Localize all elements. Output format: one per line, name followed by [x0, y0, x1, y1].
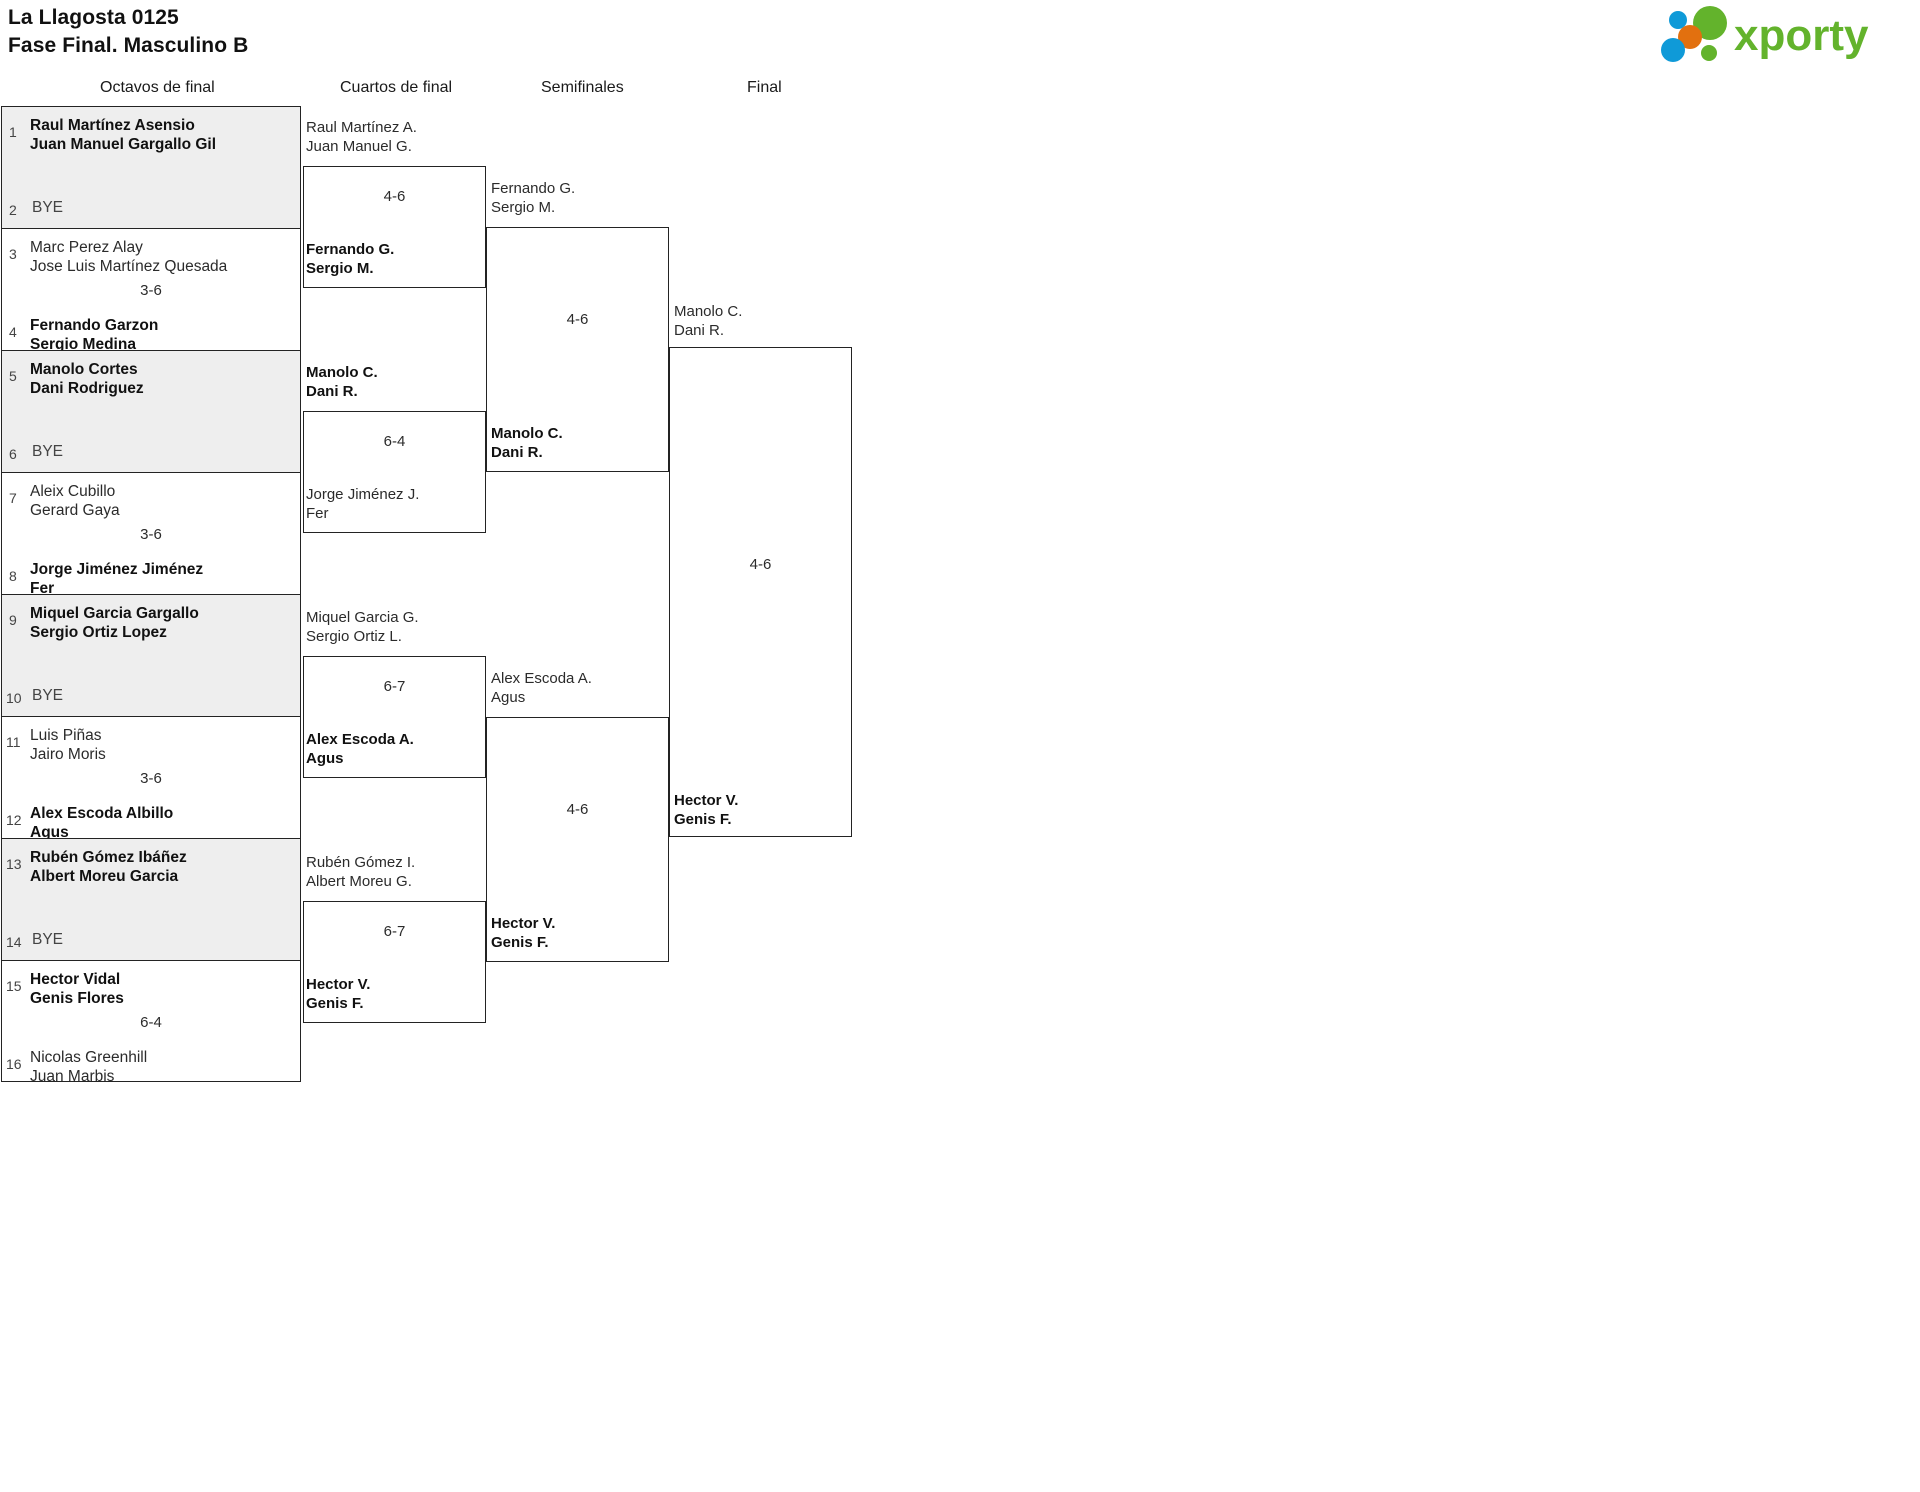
bye-label: BYE [32, 687, 64, 704]
r2-match-3-bottom-names: Alex Escoda A.Agus [306, 731, 414, 767]
logo-wordmark: xporty [1734, 11, 1869, 60]
r3-match-1-bottom-names: Manolo C.Dani R. [491, 425, 563, 461]
logo-dots-icon [1661, 6, 1727, 62]
r3-match-1-top-names: Fernando G.Sergio M. [491, 180, 576, 216]
seed-number: 13 [6, 856, 22, 872]
r2-match-1-box[interactable] [303, 166, 486, 288]
tournament-title: La Llagosta 0125 [8, 6, 179, 29]
r3-match-2-box[interactable] [486, 717, 669, 962]
seed-number: 3 [9, 246, 17, 262]
bye-label: BYE [32, 443, 64, 460]
tournament-subtitle: Fase Final. Masculino B [8, 33, 249, 57]
r2-match-4-box[interactable] [303, 901, 486, 1023]
match-score: 3-6 [140, 526, 162, 543]
r2-match-1-top-names: Raul Martínez A.Juan Manuel G. [306, 119, 417, 155]
r4-final-box[interactable] [669, 347, 852, 837]
r2-match-2-top-names: Manolo C.Dani R. [306, 364, 378, 400]
r3-match-2-top-names: Alex Escoda A.Agus [491, 670, 592, 706]
r2-match-1-bottom-names: Fernando G.Sergio M. [306, 241, 395, 277]
round-title-cuartos: Cuartos de final [340, 79, 453, 96]
seed-number: 1 [9, 124, 17, 140]
seed-number: 5 [9, 368, 17, 384]
seed-number: 8 [9, 568, 17, 584]
round-title-octavos: Octavos de final [100, 79, 215, 96]
bye-label: BYE [32, 931, 64, 948]
seed-number: 15 [6, 978, 22, 994]
r2-match-2-bottom-names: Jorge Jiménez J.Fer [306, 486, 420, 522]
r2-match-1-score: 4-6 [383, 188, 406, 205]
round-title-final: Final [747, 79, 782, 96]
r3-match-1-score: 4-6 [566, 311, 589, 328]
seed-number: 10 [6, 690, 22, 706]
page-header: La Llagosta 0125 Fase Final. Masculino B [8, 4, 248, 59]
r2-match-2-box[interactable] [303, 411, 486, 533]
bye-label: BYE [32, 199, 64, 216]
match-score: 3-6 [140, 770, 162, 787]
r3-match-2-score: 4-6 [566, 801, 589, 818]
r3-match-1-box[interactable] [486, 227, 669, 472]
seed-number: 12 [6, 812, 22, 828]
r4-final-top-names: Manolo C.Dani R. [674, 303, 743, 339]
r2-match-3-top-names: Miquel Garcia G.Sergio Ortiz L. [306, 609, 419, 645]
r2-match-4-top-names: Rubén Gómez I.Albert Moreu G. [306, 854, 416, 890]
xporty-logo[interactable]: xporty [1652, 6, 1902, 62]
seed-number: 11 [6, 734, 21, 750]
seed-number: 2 [9, 202, 17, 218]
seed-number: 7 [9, 490, 17, 506]
seed-number: 6 [9, 446, 17, 462]
r4-final-bottom-names: Hector V.Genis F. [674, 792, 739, 828]
seed-number: 16 [6, 1056, 22, 1072]
r2-match-4-score: 6-7 [383, 923, 406, 940]
seed-number: 9 [9, 612, 17, 628]
r2-match-3-box[interactable] [303, 656, 486, 778]
r2-match-3-score: 6-7 [383, 678, 406, 695]
r3-match-2-bottom-names: Hector V.Genis F. [491, 915, 556, 951]
r4-final-score: 4-6 [749, 556, 772, 573]
match-score: 3-6 [140, 282, 162, 299]
round-title-semifinales: Semifinales [541, 79, 624, 96]
seed-number: 4 [9, 324, 17, 340]
seed-number: 14 [6, 934, 22, 950]
r2-match-4-bottom-names: Hector V.Genis F. [306, 976, 371, 1012]
match-score: 6-4 [140, 1014, 162, 1031]
r2-match-2-score: 6-4 [383, 433, 406, 450]
